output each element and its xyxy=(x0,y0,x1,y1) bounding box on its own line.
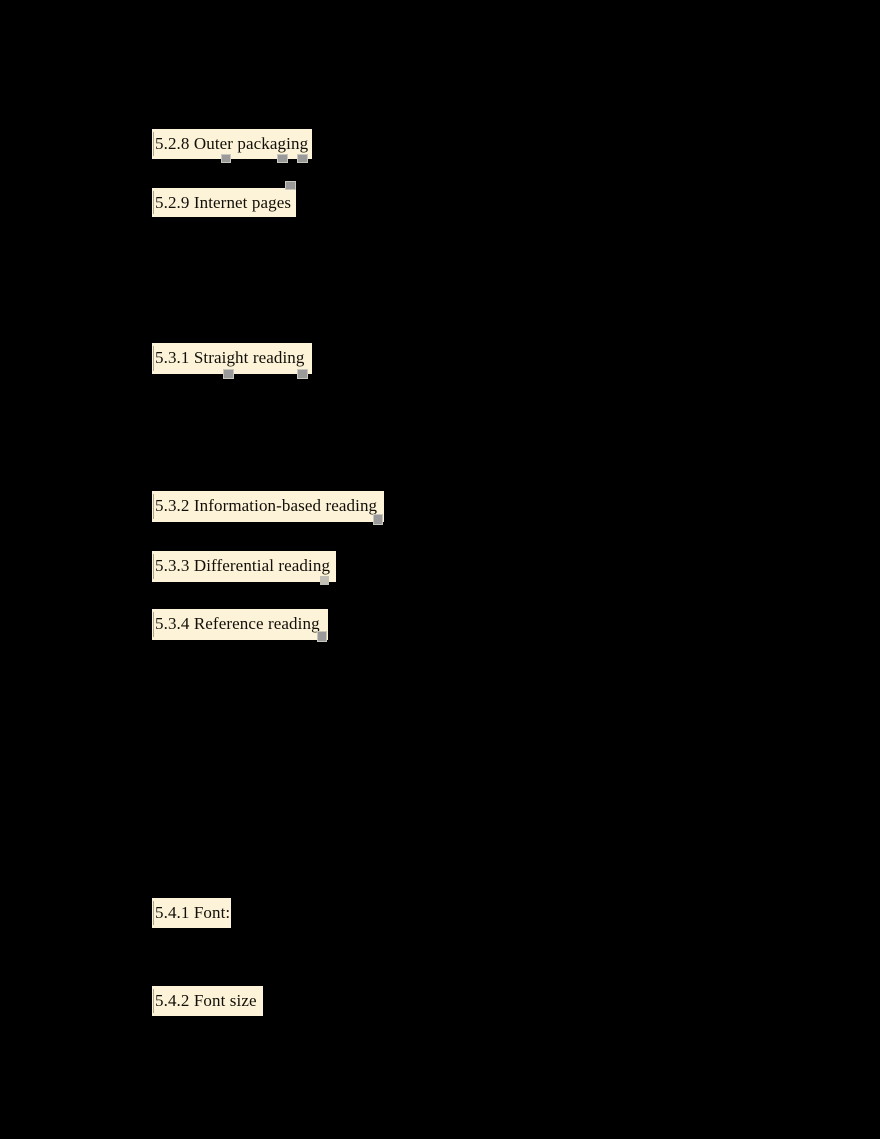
heading-highlight-5-3-3[interactable]: 5.3.3 Differential reading xyxy=(152,551,336,582)
tab-stop-marker xyxy=(222,155,230,162)
tab-stop-marker xyxy=(320,576,329,585)
tab-stop-marker xyxy=(374,515,382,524)
tab-stop-marker xyxy=(278,155,287,162)
heading-highlight-5-4-2[interactable]: 5.4.2 Font size xyxy=(152,986,263,1016)
tab-stop-marker xyxy=(298,155,307,162)
heading-text: 5.2.8 Outer packaging xyxy=(155,134,309,153)
heading-text: 5.3.4 Reference reading xyxy=(155,614,320,633)
heading-text: 5.2.9 Internet pages xyxy=(155,193,292,212)
heading-text: 5.4.2 Font size xyxy=(155,991,257,1010)
heading-highlight-5-4-1[interactable]: 5.4.1 Font: xyxy=(152,898,231,928)
heading-text: 5.3.2 Information-based reading xyxy=(155,496,378,515)
tab-stop-marker xyxy=(286,182,295,189)
heading-highlight-5-3-4[interactable]: 5.3.4 Reference reading xyxy=(152,609,328,640)
heading-highlight-5-2-8[interactable]: 5.2.8 Outer packaging xyxy=(152,129,312,159)
heading-text: 5.3.3 Differential reading xyxy=(155,556,331,575)
heading-highlight-5-2-9[interactable]: 5.2.9 Internet pages xyxy=(152,188,296,217)
tab-stop-marker xyxy=(224,370,233,378)
tab-stop-marker xyxy=(318,632,326,641)
heading-text: 5.3.1 Straight reading xyxy=(155,348,305,367)
heading-highlight-5-3-2[interactable]: 5.3.2 Information-based reading xyxy=(152,491,384,522)
heading-highlight-5-3-1[interactable]: 5.3.1 Straight reading xyxy=(152,343,312,374)
tab-stop-marker xyxy=(298,370,307,378)
heading-text: 5.4.1 Font: xyxy=(155,903,231,922)
